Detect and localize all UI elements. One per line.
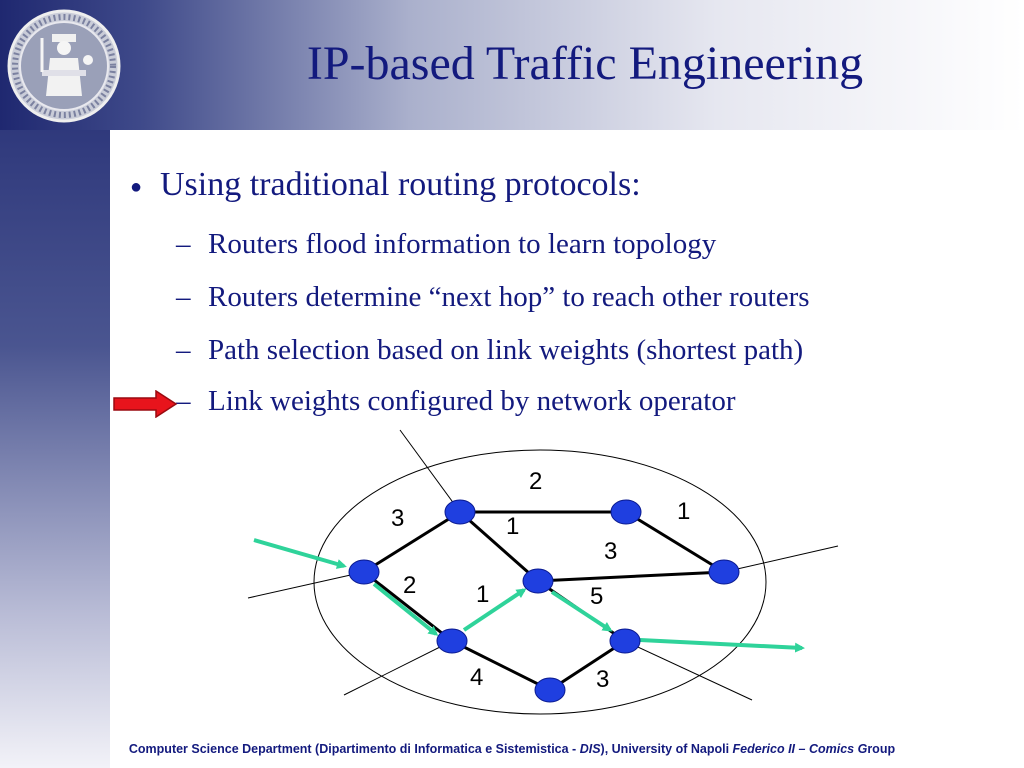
title-band (0, 0, 1024, 130)
red-pointer-arrow-icon (113, 390, 178, 418)
link-weight: 2 (529, 468, 543, 495)
external-link (723, 545, 839, 573)
sub-bullet-1: –Routers flood information to learn topo… (176, 228, 716, 261)
main-bullet: ● Using traditional routing protocols: (130, 166, 641, 204)
link (537, 579, 626, 643)
bullet-dot-icon: ● (130, 175, 143, 198)
link-weight: 3 (604, 538, 618, 565)
external-link (399, 429, 461, 513)
link (537, 570, 725, 583)
external-link (624, 640, 753, 701)
dash-icon: – (176, 228, 191, 260)
router-node-icon (348, 559, 380, 585)
link (363, 510, 461, 574)
dash-icon: – (176, 385, 191, 417)
link (625, 510, 725, 574)
footer-dis: DIS (579, 742, 601, 756)
dash-icon: – (176, 334, 191, 366)
router-node-icon (436, 628, 468, 654)
footer-comics: – Comics (795, 742, 858, 756)
external-link (247, 571, 365, 599)
link-weight: 3 (596, 666, 610, 693)
main-bullet-text: Using traditional routing protocols: (160, 166, 641, 203)
link-weight: 5 (590, 583, 604, 610)
sub-bullet-text: Link weights configured by network opera… (208, 385, 736, 417)
router-node-icon (708, 559, 740, 585)
external-link (343, 640, 453, 696)
path-arrow (462, 588, 527, 632)
university-seal-logo (7, 9, 121, 123)
footer: Computer Science Department (Dipartiment… (0, 742, 1024, 756)
router-node-icon (610, 499, 642, 525)
link-weight: 4 (470, 664, 484, 691)
link-weight: 2 (403, 572, 417, 599)
path-arrow (253, 538, 347, 569)
router-node-icon (444, 499, 476, 525)
link-weight: 3 (391, 505, 405, 532)
router-node-icon (522, 568, 554, 594)
link-weight: 1 (476, 581, 490, 608)
footer-text: ), University of Napoli (600, 742, 733, 756)
link-weight: 1 (506, 513, 520, 540)
sub-bullet-text: Routers determine “next hop” to reach ot… (208, 281, 810, 313)
router-node-icon (609, 628, 641, 654)
footer-text: Computer Science Department (Dipartiment… (128, 742, 580, 756)
sub-bullet-text: Routers flood information to learn topol… (208, 228, 717, 260)
link (549, 639, 626, 692)
sub-bullet-2: –Routers determine “next hop” to reach o… (176, 281, 810, 314)
footer-group-initial: G (857, 742, 868, 756)
path-arrow (639, 638, 805, 653)
sub-bullet-4: –Link weights configured by network oper… (176, 385, 736, 418)
dash-icon: – (176, 281, 191, 313)
sub-bullet-text: Path selection based on link weights (sh… (208, 334, 804, 366)
slide-title: IP-based Traffic Engineering (306, 37, 864, 90)
footer-text: roup (867, 742, 896, 756)
router-node-icon (534, 677, 566, 703)
link (459, 510, 539, 583)
link (451, 639, 551, 692)
link-weight: 1 (677, 498, 691, 525)
footer-federico: Federico II (732, 742, 796, 756)
sub-bullet-3: –Path selection based on link weights (s… (176, 334, 803, 367)
